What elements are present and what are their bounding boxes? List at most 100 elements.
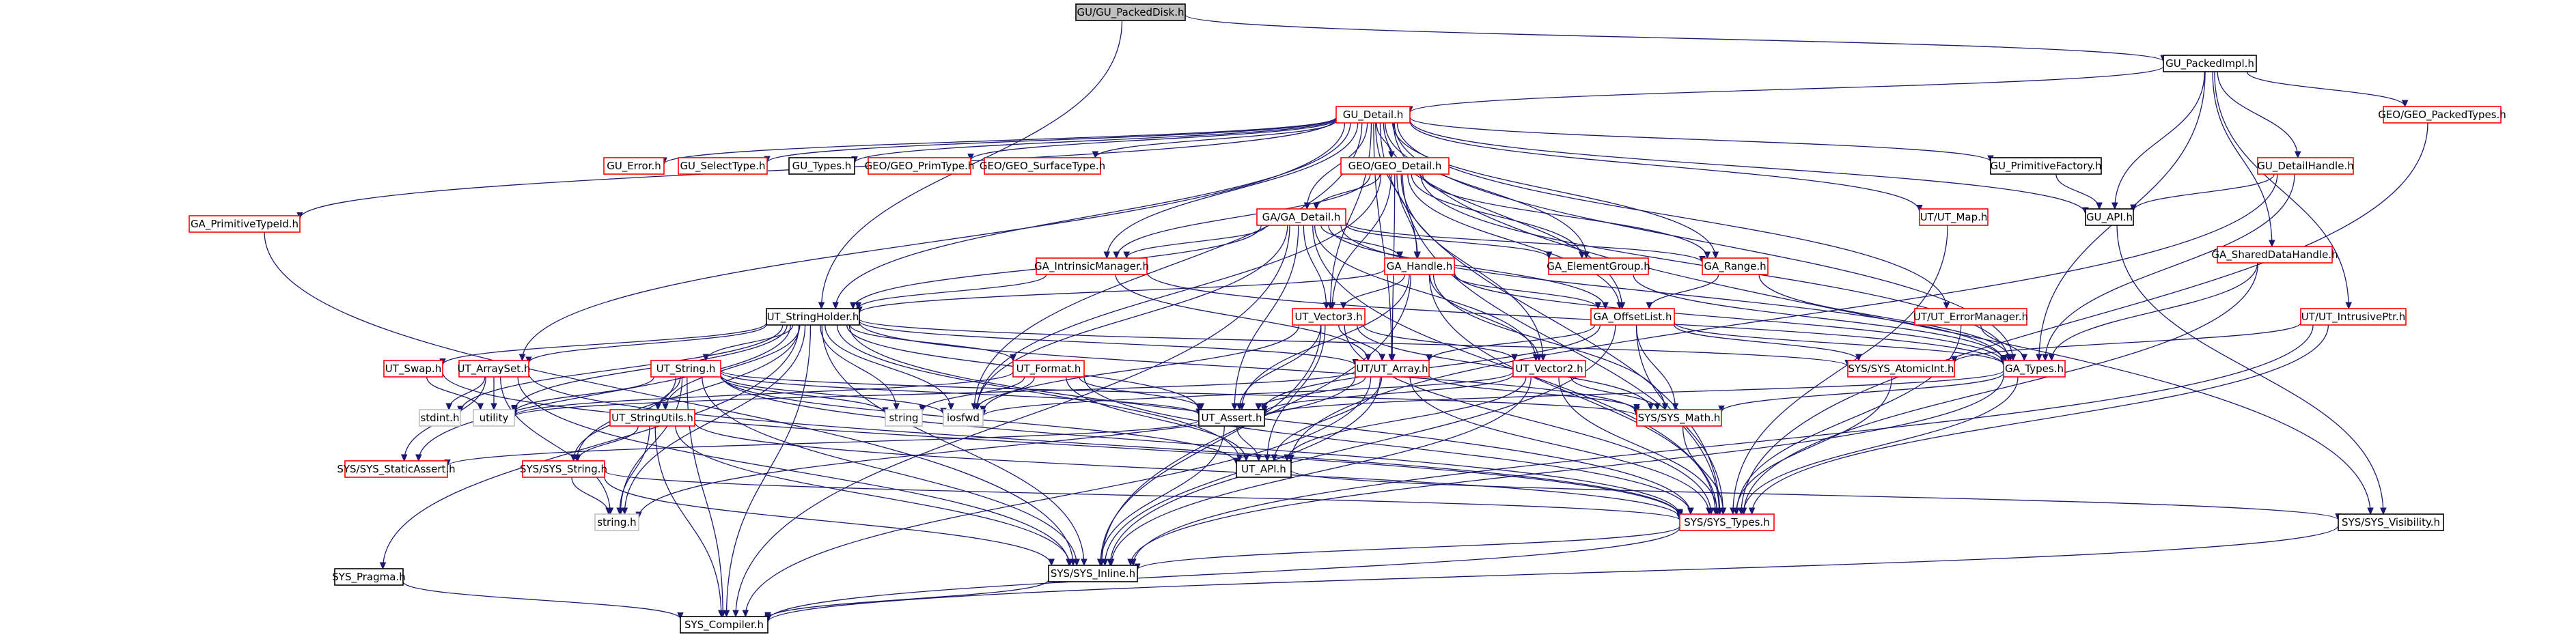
node-label: iosfwd <box>947 412 980 424</box>
node-ut-assert-h[interactable]: UT_Assert.h <box>1198 409 1265 427</box>
dependency-edges <box>264 14 2428 622</box>
node-ut-ut-map-h[interactable]: UT/UT_Map.h <box>1919 208 1989 226</box>
node-sys-sys-visibility-h[interactable]: SYS/SYS_Visibility.h <box>2338 513 2444 531</box>
include-edge <box>1409 376 1709 514</box>
node-ga-primitivetypeid-h[interactable]: GA_PrimitiveTypeId.h <box>189 215 301 233</box>
include-edge <box>624 324 806 514</box>
node-ut-arrayset-h[interactable]: UT_ArraySet.h <box>458 360 531 378</box>
node-ut-stringutils-h[interactable]: UT_StringUtils.h <box>609 409 695 427</box>
node-gu-api-h[interactable]: GU_API.h <box>2085 208 2134 226</box>
include-edge <box>1267 324 1326 461</box>
include-edge <box>1185 14 2163 61</box>
node-box <box>383 360 443 378</box>
node-ut-ut-errormanager-h[interactable]: UT/UT_ErrorManager.h <box>1913 308 2028 326</box>
include-edge <box>1287 376 1527 461</box>
include-edge <box>1314 225 1536 360</box>
node-ut-vector3-h[interactable]: UT_Vector3.h <box>1292 308 1366 326</box>
node-sys-compiler-h[interactable]: SYS_Compiler.h <box>680 616 768 634</box>
include-edge <box>1454 272 2004 364</box>
node-ut-ut-intrusiveptr-h[interactable]: UT/UT_IntrusivePtr.h <box>2300 308 2407 326</box>
include-edge <box>1115 274 1368 360</box>
include-edge <box>499 376 611 514</box>
node-sys-sys-types-h[interactable]: SYS/SYS_Types.h <box>1679 513 1775 531</box>
include-edge <box>848 324 1690 514</box>
node-box <box>1702 257 1769 275</box>
node-label: SYS_Pragma.h <box>332 571 405 584</box>
node-ga-intrinsicmanager-h[interactable]: GA_IntrinsicManager.h <box>1034 257 1149 275</box>
node-sys-pragma-h[interactable]: SYS_Pragma.h <box>332 568 406 586</box>
node-label: stdint.h <box>420 412 459 424</box>
node-sys-sys-math-h[interactable]: SYS/SYS_Math.h <box>1636 409 1722 427</box>
node-label: SYS/SYS_Types.h <box>1684 516 1770 529</box>
node-ut-api-h[interactable]: UT_API.h <box>1236 460 1292 478</box>
node-box <box>344 460 448 478</box>
node-box <box>788 157 855 175</box>
include-edge <box>1291 173 2278 461</box>
node-geo-geo-detail-h[interactable]: GEO/GEO_Detail.h <box>1340 157 1450 175</box>
include-edge <box>1682 425 1723 514</box>
include-edge <box>1332 173 1392 309</box>
node-ga-elementgroup-h[interactable]: GA_ElementGroup.h <box>1547 257 1650 275</box>
node-sys-sys-string-h[interactable]: SYS/SYS_String.h <box>520 460 607 478</box>
include-edge <box>2055 173 2099 209</box>
node-gu-primitivefactory-h[interactable]: GU_PrimitiveFactory.h <box>1990 157 2102 175</box>
node-label: SYS_Compiler.h <box>684 619 764 632</box>
node-ga-shareddatahandle-h[interactable]: GA_SharedDataHandle.h <box>2211 246 2338 264</box>
node-ut-string-h[interactable]: UT_String.h <box>650 360 721 378</box>
node-label: GA_OffsetList.h <box>1594 311 1672 324</box>
node-gu-error-h[interactable]: GU_Error.h <box>603 157 665 175</box>
node-gu-types-h[interactable]: GU_Types.h <box>788 157 855 175</box>
include-edge <box>1383 122 1622 309</box>
node-ga-types-h[interactable]: GA_Types.h <box>2003 360 2066 378</box>
node-geo-geo-primtype-h[interactable]: GEO/GEO_PrimType.h <box>865 157 975 175</box>
node-box <box>766 308 860 326</box>
node-label: GU_Error.h <box>607 160 661 173</box>
node-box <box>609 409 695 427</box>
include-edge <box>855 117 1337 163</box>
include-edge <box>1736 324 1962 514</box>
node-ut-ut-array-h[interactable]: UT/UT_Array.h <box>1355 360 1430 378</box>
include-edge <box>859 318 1848 366</box>
node-sys-sys-atomicint-h[interactable]: SYS/SYS_AtomicInt.h <box>1847 360 1955 378</box>
node-gu-detailhandle-h[interactable]: GU_DetailHandle.h <box>2257 157 2354 175</box>
include-edge <box>1428 274 1717 514</box>
include-edge <box>654 425 721 617</box>
include-edge <box>517 376 1069 565</box>
include-edge <box>675 425 1070 565</box>
include-edge <box>426 376 481 410</box>
node-ga-ga-detail-h[interactable]: GA/GA_Detail.h <box>1256 208 1346 226</box>
node-geo-geo-packedtypes-h[interactable]: GEO/GEO_PackedTypes.h <box>2378 106 2506 124</box>
node-ga-range-h[interactable]: GA_Range.h <box>1702 257 1769 275</box>
node-ut-format-h[interactable]: UT_Format.h <box>1012 360 1085 378</box>
include-edge <box>447 419 1200 466</box>
include-edge <box>1274 376 1383 461</box>
node-label: UT_String.h <box>656 363 716 376</box>
include-edge <box>514 376 654 412</box>
node-ga-handle-h[interactable]: GA_Handle.h <box>1384 257 1455 275</box>
include-edge <box>460 324 784 412</box>
node-ut-swap-h[interactable]: UT_Swap.h <box>383 360 443 378</box>
node-gu-packedimpl-h[interactable]: GU_PackedImpl.h <box>2163 55 2257 72</box>
node-box <box>1236 460 1292 478</box>
include-edge <box>1338 324 1383 360</box>
node-box <box>1679 513 1775 531</box>
node-box <box>603 157 665 175</box>
node-sys-sys-inline-h[interactable]: SYS/SYS_Inline.h <box>1048 565 1138 582</box>
node-geo-geo-surfacetype-h[interactable]: GEO/GEO_SurfaceType.h <box>980 157 1105 175</box>
node-gu-selecttype-h[interactable]: GU_SelectType.h <box>678 157 768 175</box>
node-ut-vector2-h[interactable]: UT_Vector2.h <box>1512 360 1586 378</box>
include-edge <box>514 370 1356 416</box>
node-gu-detail-h[interactable]: GU_Detail.h <box>1335 106 1411 124</box>
node-label: GU_API.h <box>2086 211 2133 224</box>
include-edge <box>2217 71 2298 158</box>
include-edge <box>2115 71 2205 209</box>
node-ga-offsetlist-h[interactable]: GA_OffsetList.h <box>1590 308 1675 326</box>
node-sys-sys-staticassert-h[interactable]: SYS/SYS_StaticAssert.h <box>337 460 456 478</box>
node-box <box>419 409 461 427</box>
node-box <box>1548 257 1649 275</box>
include-edge <box>983 371 1514 416</box>
node-box <box>2003 360 2066 378</box>
include-edge <box>2116 225 2383 514</box>
include-edge <box>1345 222 1702 262</box>
node-ut-stringholder-h[interactable]: UT_StringHolder.h <box>766 308 860 326</box>
